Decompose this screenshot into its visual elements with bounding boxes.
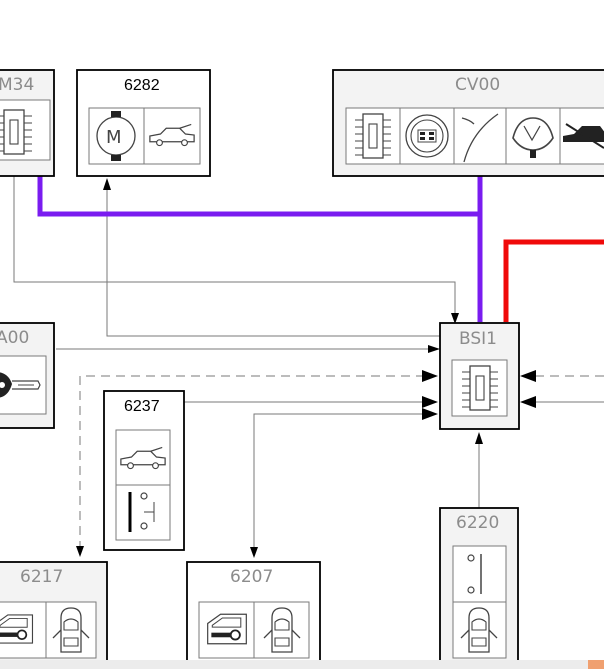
module-6237-label: 6237 xyxy=(124,398,160,415)
wire-m34-bsi1 xyxy=(13,176,456,318)
car-trunk-icon xyxy=(563,123,604,149)
power-feed-line xyxy=(503,239,604,322)
door-lock-icon xyxy=(206,613,248,645)
wires xyxy=(13,176,604,558)
module-a00-label: A00 xyxy=(0,328,29,348)
module-m34-label: M34 xyxy=(0,75,34,95)
bottom-strip xyxy=(0,660,604,669)
module-6282-label: 6282 xyxy=(124,77,160,94)
bus-lines xyxy=(37,176,604,322)
module-cv00-label: CV00 xyxy=(455,75,500,95)
module-6207-label: 6207 xyxy=(230,567,273,587)
switch-contact-icon xyxy=(128,492,155,532)
module-6282[interactable]: 6282 M xyxy=(76,69,211,177)
wire-bsi1-6282 xyxy=(106,186,440,337)
module-m34[interactable]: M34 xyxy=(0,69,55,177)
can-bus-m34 xyxy=(37,176,480,217)
wiper-arc-icon xyxy=(461,113,499,163)
key-icon xyxy=(0,372,41,398)
module-cv00[interactable]: CV00 xyxy=(332,69,604,177)
wire-6217-bsi1 xyxy=(79,375,430,550)
svg-text:M: M xyxy=(106,127,122,148)
motor-icon: M xyxy=(96,111,136,161)
module-6237[interactable]: 6237 xyxy=(103,390,185,551)
module-6217[interactable]: 6217 xyxy=(0,561,108,669)
module-6220-label: 6220 xyxy=(456,513,499,533)
steering-switch-icon xyxy=(405,114,449,158)
bottom-corner-marker xyxy=(588,660,604,669)
module-6220[interactable]: 6220 xyxy=(439,507,519,669)
module-a00[interactable]: A00 xyxy=(0,322,55,429)
module-6217-label: 6217 xyxy=(20,567,63,587)
module-6207[interactable]: 6207 xyxy=(186,561,321,669)
door-lock-icon xyxy=(0,613,34,645)
module-bsi1-label: BSI1 xyxy=(459,329,497,349)
wire-6207-bsi1 xyxy=(253,413,430,552)
headlamp-icon xyxy=(512,117,554,158)
module-bsi1[interactable]: BSI1 xyxy=(439,322,520,430)
